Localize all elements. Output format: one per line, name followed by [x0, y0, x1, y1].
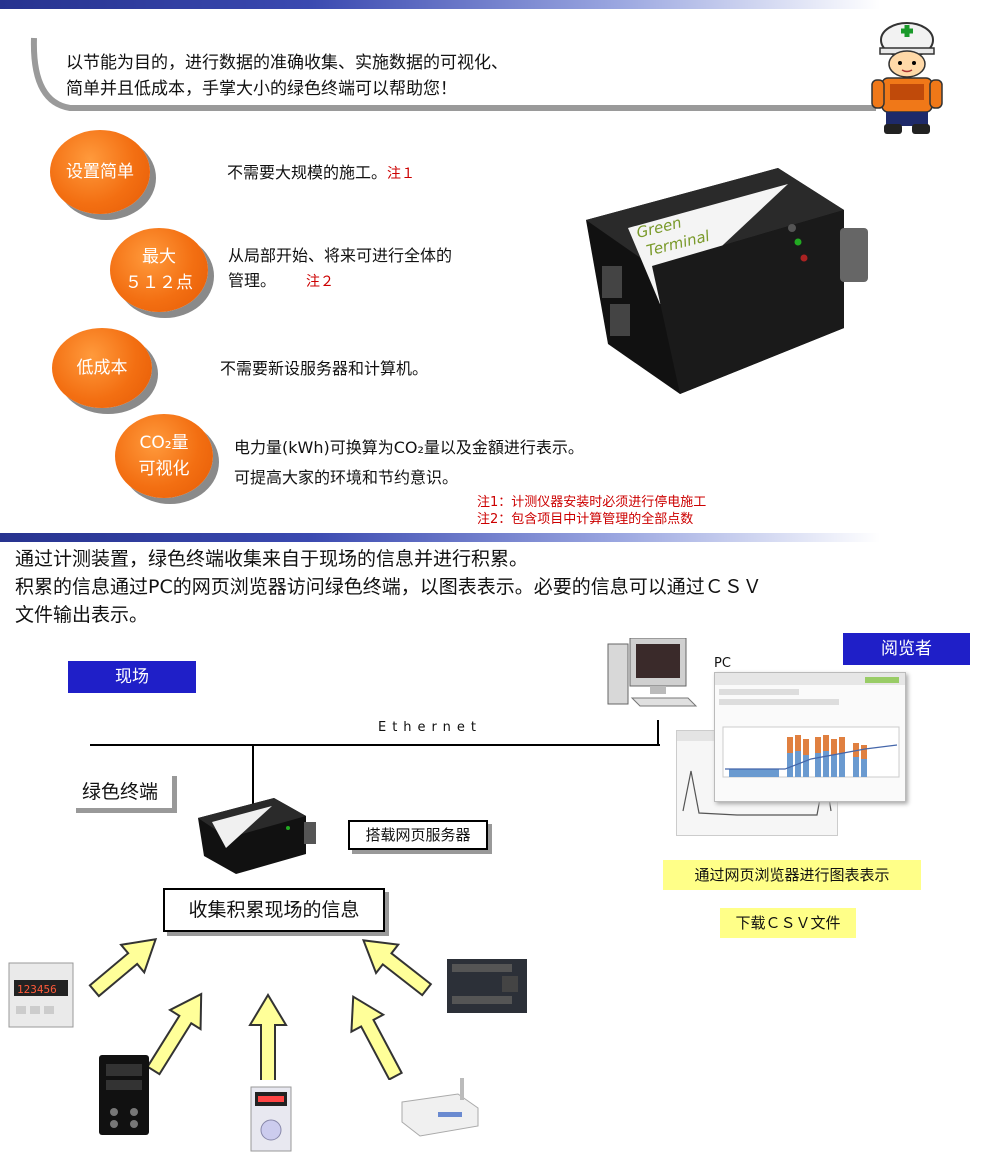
description-line-2: 积累的信息通过PC的网页浏览器访问绿色终端，以图表表示。必要的信息可以通过ＣＳＶ	[15, 576, 762, 598]
badge-max-points-line1: 最大	[142, 247, 176, 267]
plc-device-image	[447, 959, 527, 1013]
feature-low-cost-text: 不需要新设服务器和计算机。	[220, 356, 428, 381]
feature-4-text-line2: 可提高大家的环境和节约意识。	[234, 468, 459, 487]
power-meter-device-image: 123456	[8, 962, 74, 1028]
site-label: 现场	[68, 661, 196, 693]
arrow-from-temp-controller	[146, 992, 203, 1076]
green-terminal-device-image: Green Terminal	[586, 168, 868, 394]
feature-3-text: 不需要新设服务器和计算机。	[220, 359, 429, 378]
section-divider-bar	[0, 533, 880, 542]
badge-low-cost-label: 低成本	[76, 358, 128, 378]
web-server-label: 搭载网页服务器	[348, 820, 488, 850]
ethernet-label: Ethernet	[378, 720, 482, 735]
intro-text: 以节能为目的，进行数据的准确收集、实施数据的可视化、 简单并且低成本，手掌大小的…	[66, 50, 686, 102]
viewer-label: 阅览者	[843, 633, 970, 665]
description-line-1: 通过计测装置，绿色终端收集来自于现场的信息并进行积累。	[15, 548, 529, 570]
footnote-2: 注2：包含项目中计算管理的全部点数	[477, 512, 694, 527]
intro-line-2: 简单并且低成本，手掌大小的绿色终端可以帮助您！	[66, 79, 457, 99]
csv-download-label: 下载ＣＳＶ文件	[720, 908, 856, 938]
feature-4-text-line1: 电力量(kWh)可换算为CO₂量以及金額进行表示。	[234, 438, 584, 457]
badge-max-points-line2: ５１２点	[125, 273, 193, 293]
badge-max-points: 最大 ５１２点	[110, 228, 208, 312]
intro-frame	[30, 37, 876, 111]
feature-2-note: 注２	[306, 274, 335, 290]
badge-co2-line1: CO₂量	[139, 433, 189, 453]
feature-1-note: 注１	[387, 166, 416, 182]
pc-computer-icon	[607, 638, 698, 707]
feature-max-points-text: 从局部开始、将来可进行全体的 管理。 注２	[228, 243, 452, 295]
worker-mascot-icon	[871, 22, 943, 134]
temperature-controller-image	[99, 1055, 149, 1135]
ethernet-pc-drop	[657, 720, 659, 746]
feature-1-text: 不需要大规模的施工。	[227, 163, 388, 182]
badge-co2-visualization: CO₂量 可视化	[115, 414, 213, 498]
meter-display-text: 123456	[17, 983, 57, 996]
arrow-from-display-unit	[248, 993, 288, 1080]
browser-front-chart	[715, 673, 905, 778]
feature-co2-text: 电力量(kWh)可换算为CO₂量以及金額进行表示。 可提高大家的环境和节约意识。	[234, 433, 584, 493]
footnote-1: 注1：计测仪器安装时必须进行停电施工	[477, 495, 707, 510]
badge-low-cost: 低成本	[52, 328, 152, 408]
feature-easy-setup-text: 不需要大规模的施工。注１	[227, 160, 415, 187]
description-line-3: 文件输出表示。	[15, 604, 149, 626]
description-paragraph: 通过计测装置，绿色终端收集来自于现场的信息并进行积累。 积累的信息通过PC的网页…	[15, 545, 990, 629]
display-unit-device-image	[250, 1086, 292, 1152]
green-terminal-label: 绿色终端	[76, 776, 178, 813]
arrow-from-panel-meter	[88, 938, 158, 998]
badge-co2-line2: 可视化	[138, 459, 190, 479]
collection-arrows	[88, 938, 433, 1080]
feature-2-text-line2: 管理。	[228, 271, 277, 290]
browser-chart-label: 通过网页浏览器进行图表表示	[663, 860, 921, 890]
arrow-from-wireless-unit	[350, 994, 404, 1080]
pc-label: PC	[714, 656, 731, 671]
collect-info-box: 收集积累现场的信息	[163, 888, 385, 932]
green-terminal-small-device-image	[198, 798, 316, 874]
wireless-unit-device-image	[401, 1078, 479, 1137]
footnotes: 注1：计测仪器安装时必须进行停电施工 注2：包含项目中计算管理的全部点数	[477, 494, 706, 528]
badge-easy-setup: 设置简单	[50, 130, 150, 214]
feature-2-text-line1: 从局部开始、将来可进行全体的	[228, 246, 453, 265]
top-banner-bar	[0, 0, 880, 9]
intro-line-1: 以节能为目的，进行数据的准确收集、实施数据的可视化、	[66, 53, 508, 73]
badge-easy-setup-label: 设置简单	[66, 162, 134, 182]
arrow-from-plc	[361, 939, 433, 997]
ethernet-terminal-drop	[252, 744, 254, 806]
browser-screenshot-front	[714, 672, 906, 802]
ethernet-line	[90, 744, 660, 746]
